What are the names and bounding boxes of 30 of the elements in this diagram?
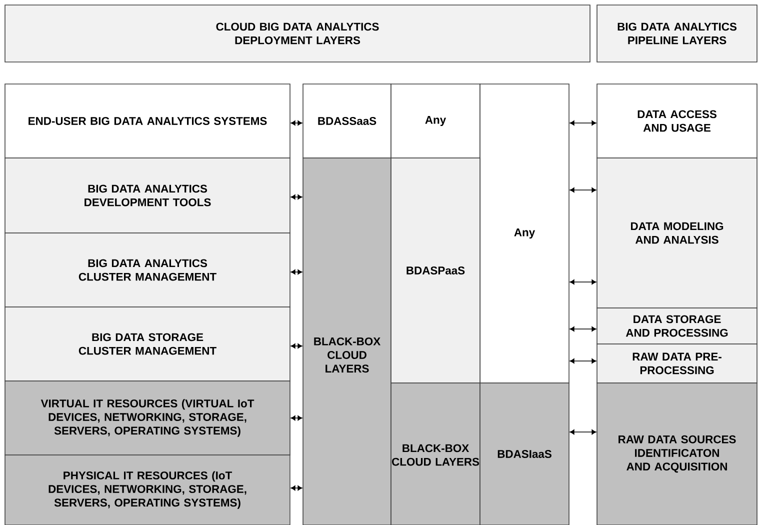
arrow [290,485,302,491]
layer-box: PHYSICAL IT RESOURCES (IoT DEVICES, NETWORKING, STORAGE, SERVERS, OPERATING SYSTEMS) [4,454,290,525]
header-box: CLOUD BIG DATA ANALYTICS DEPLOYMENT LAYERS [4,4,590,62]
layer-box: BDASPaaS [390,158,480,384]
layer-box: BIG DATA STORAGE CLUSTER MANAGEMENT [4,306,290,382]
arrow [570,326,596,332]
arrow [290,270,302,275]
arrow [570,187,596,193]
layer-box: DATA ACCESS AND USAGE [596,84,758,158]
layer-box: DATA STORAGE AND PROCESSING [596,308,758,344]
arrow [290,344,302,349]
layer-box: Any [390,84,480,158]
arrow [570,279,596,285]
arrow [570,358,596,364]
arrow [570,429,596,435]
arrow [290,194,302,200]
node-label: BLACK-BOX CLOUD LAYERS [392,444,480,466]
layer-box: RAW DATA SOURCES IDENTIFICATON AND ACQUISITION [596,382,758,525]
layer-box: END-USER BIG DATA ANALYTICS SYSTEMS [4,84,290,158]
layer-box: BDASSaaS [302,84,392,158]
layer-box: BDASIaaS [480,382,570,525]
layer-box: BIG DATA ANALYTICS DEVELOPMENT TOOLS [4,158,290,234]
arrow [570,120,596,126]
layer-box: BLACK-BOX CLOUD LAYERS [390,382,480,525]
layer-box: RAW DATA PRE-PROCESSING [596,344,758,384]
arrow [290,415,302,421]
layer-box: VIRTUAL IT RESOURCES (VIRTUAL IoT DEVICES, NETWORKING, STORAGE, SERVERS, OPERATING SYSTEMS) [4,380,290,456]
header-box: BIG DATA ANALYTICS PIPELINE LAYERS [596,4,758,62]
layer-box: BIG DATA ANALYTICS CLUSTER MANAGEMENT [4,232,290,308]
arrow [290,120,302,126]
